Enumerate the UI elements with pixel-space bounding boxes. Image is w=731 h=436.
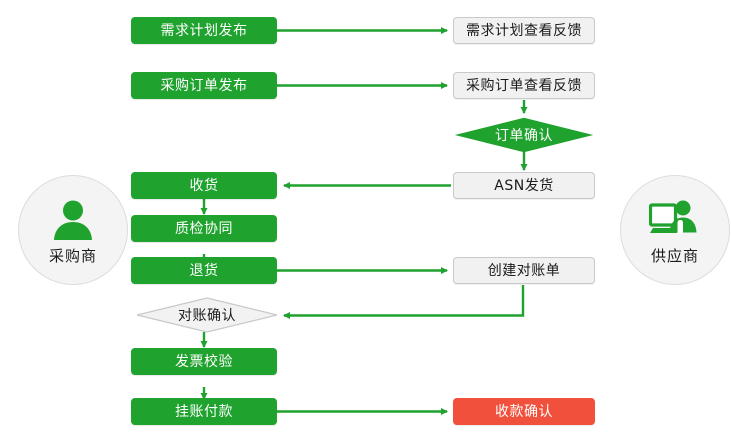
node-order-confirm[interactable]: 订单确认 <box>454 117 594 153</box>
node-purchase-order-feedback-label: 采购订单查看反馈 <box>466 77 582 94</box>
node-quality-collab-label: 质检协同 <box>175 220 233 237</box>
node-statement-confirm[interactable]: 对账确认 <box>136 297 278 333</box>
node-invoice-check[interactable]: 发票校验 <box>131 348 277 375</box>
node-asn-shipment-label: ASN发货 <box>494 177 554 194</box>
node-purchase-order-publish[interactable]: 采购订单发布 <box>131 72 277 99</box>
node-demand-plan-feedback-label: 需求计划查看反馈 <box>466 22 582 39</box>
node-receive-goods-label: 收货 <box>189 177 219 194</box>
node-demand-plan-feedback[interactable]: 需求计划查看反馈 <box>453 17 595 44</box>
node-demand-plan-publish-label: 需求计划发布 <box>160 22 248 39</box>
node-purchase-order-feedback[interactable]: 采购订单查看反馈 <box>453 72 595 99</box>
actor-buyer-label: 采购商 <box>48 246 97 265</box>
node-create-statement-label: 创建对账单 <box>487 262 561 279</box>
node-create-statement[interactable]: 创建对账单 <box>453 257 595 284</box>
node-payable-payment[interactable]: 挂账付款 <box>131 398 277 425</box>
node-receive-goods[interactable]: 收货 <box>131 172 277 199</box>
node-purchase-order-publish-label: 采购订单发布 <box>160 77 248 94</box>
person-icon <box>45 195 101 241</box>
node-quality-collab[interactable]: 质检协同 <box>131 215 277 242</box>
person-at-computer-icon <box>647 195 703 241</box>
node-receipt-confirm[interactable]: 收款确认 <box>453 398 595 425</box>
actor-buyer[interactable]: 采购商 <box>18 175 128 285</box>
node-order-confirm-label: 订单确认 <box>495 128 553 144</box>
node-demand-plan-publish[interactable]: 需求计划发布 <box>131 17 277 44</box>
node-payable-payment-label: 挂账付款 <box>175 403 233 420</box>
node-statement-confirm-label: 对账确认 <box>178 308 236 324</box>
node-receipt-confirm-label: 收款确认 <box>495 403 553 420</box>
actor-supplier[interactable]: 供应商 <box>620 175 730 285</box>
node-invoice-check-label: 发票校验 <box>175 353 233 370</box>
edge-create-statement-to-statement-confirm <box>283 285 525 319</box>
node-asn-shipment[interactable]: ASN发货 <box>453 172 595 199</box>
node-return-goods-label: 退货 <box>189 262 219 279</box>
actor-supplier-label: 供应商 <box>650 246 699 265</box>
node-return-goods[interactable]: 退货 <box>131 257 277 284</box>
